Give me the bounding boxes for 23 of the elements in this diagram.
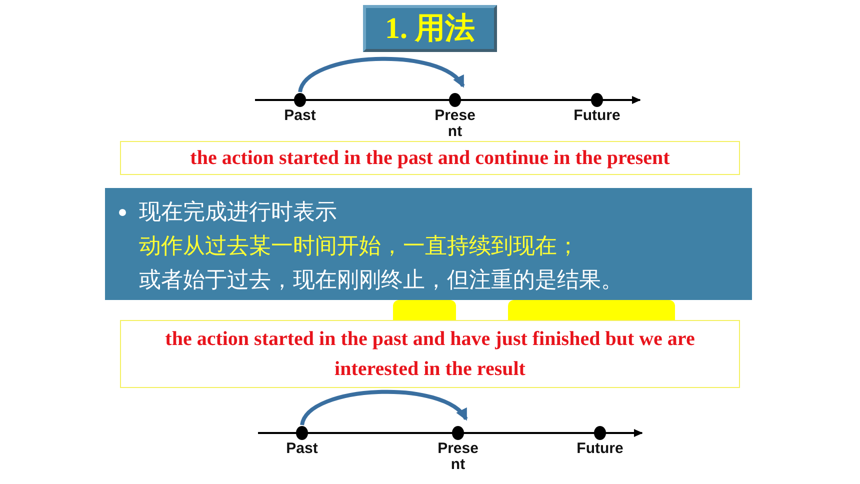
timeline-label: Present bbox=[436, 441, 480, 473]
panel-text: 或者始于过去，现在刚刚终止，但注重的是结果。 bbox=[139, 267, 624, 295]
timeline-label: Present bbox=[434, 108, 476, 140]
timeline-dot bbox=[591, 93, 603, 107]
timeline-label: Future bbox=[572, 108, 622, 124]
bullet-text: 现在完成进行时表示 bbox=[139, 199, 338, 227]
timeline-dot bbox=[449, 93, 461, 107]
timeline-dot bbox=[452, 426, 464, 440]
timeline-label: Future bbox=[576, 441, 624, 457]
sentence-box bbox=[120, 141, 740, 175]
panel-text: 动作从过去某一时间开始，一直持续到现在； bbox=[139, 233, 580, 261]
timeline-label: Past bbox=[283, 108, 317, 124]
timeline-dot bbox=[594, 426, 606, 440]
timeline-dot bbox=[296, 426, 308, 440]
timeline-label: Past bbox=[285, 441, 319, 457]
sentence-text: the action started in the past and continue in the present bbox=[190, 146, 670, 171]
title-banner: 1. 用法 bbox=[363, 5, 497, 52]
curved-arrow bbox=[298, 57, 465, 93]
info-panel bbox=[105, 188, 752, 300]
timeline-dot bbox=[294, 93, 306, 107]
sentence-box bbox=[120, 320, 740, 388]
curved-arrow bbox=[300, 390, 468, 426]
sentence-text: the action started in the past and have just finished but we are interested in the result bbox=[164, 327, 696, 382]
